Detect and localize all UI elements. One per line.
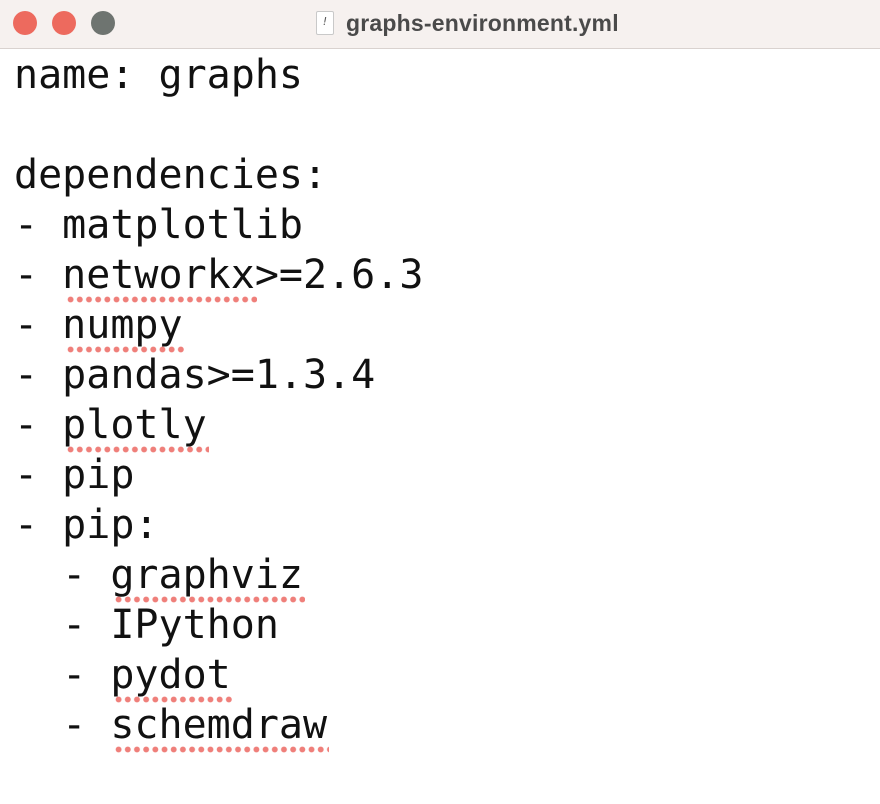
line-prefix: - bbox=[14, 552, 111, 598]
line-token: pip bbox=[62, 502, 135, 548]
zoom-window-button[interactable] bbox=[91, 11, 115, 35]
window-title-group: ! graphs-environment.yml bbox=[316, 8, 619, 38]
line-prefix: - bbox=[14, 352, 63, 398]
line-token: graphs bbox=[158, 52, 304, 98]
editor-line: - pydot bbox=[14, 650, 234, 703]
editor-line: - pip bbox=[14, 450, 134, 500]
editor-line: - schemdraw bbox=[14, 700, 329, 753]
line-token: matplotlib bbox=[62, 202, 303, 248]
editor-line: - networkx>=2.6.3 bbox=[14, 250, 424, 303]
line-prefix: - bbox=[14, 452, 63, 498]
editor-line: - numpy bbox=[14, 300, 186, 353]
editor-line: - plotly bbox=[14, 400, 209, 453]
editor-line: - IPython bbox=[14, 600, 279, 650]
title-bar[interactable]: ! graphs-environment.yml bbox=[0, 0, 880, 49]
line-token: pandas bbox=[62, 352, 207, 398]
line-suffix: : bbox=[134, 502, 159, 548]
line-prefix: - bbox=[14, 652, 111, 698]
editor-line: - matplotlib bbox=[14, 200, 303, 250]
misspelled-word: plotly bbox=[62, 402, 209, 453]
editor-line: dependencies: bbox=[14, 150, 327, 200]
line-prefix: name: bbox=[14, 52, 159, 98]
close-window-button[interactable] bbox=[13, 11, 37, 35]
line-prefix: - bbox=[14, 502, 63, 548]
line-prefix: - bbox=[14, 602, 111, 648]
line-suffix: >=2.6.3 bbox=[254, 252, 424, 298]
line-suffix: >=1.3.4 bbox=[206, 352, 376, 398]
misspelled-word: graphviz bbox=[110, 552, 305, 603]
line-prefix: - bbox=[14, 702, 111, 748]
editor-line: - graphviz bbox=[14, 550, 305, 603]
line-prefix: dependencies: bbox=[14, 152, 328, 198]
misspelled-word: schemdraw bbox=[110, 702, 329, 753]
misspelled-word: pydot bbox=[110, 652, 234, 703]
editor-line: name: graphs bbox=[14, 50, 303, 100]
editor-line: - pandas>=1.3.4 bbox=[14, 350, 375, 400]
line-prefix: - bbox=[14, 202, 63, 248]
window-title: graphs-environment.yml bbox=[346, 9, 619, 36]
line-token: pip bbox=[62, 452, 135, 498]
misspelled-word: networkx bbox=[62, 252, 257, 303]
line-prefix: - bbox=[14, 402, 63, 448]
line-prefix: - bbox=[14, 252, 63, 298]
editor-line: - pip: bbox=[14, 500, 159, 550]
minimize-window-button[interactable] bbox=[52, 11, 76, 35]
line-token: IPython bbox=[110, 602, 279, 648]
line-prefix: - bbox=[14, 302, 63, 348]
misspelled-word: numpy bbox=[62, 302, 186, 353]
document-icon[interactable]: ! bbox=[316, 11, 334, 35]
